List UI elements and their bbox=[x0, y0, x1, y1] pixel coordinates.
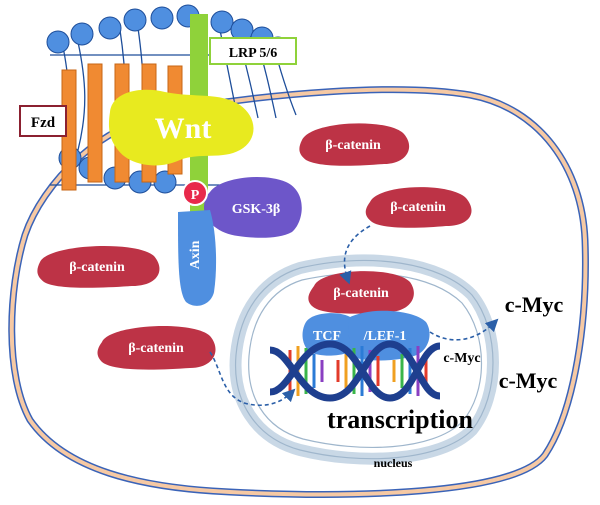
cmyc-label-large-2: c-Myc bbox=[499, 368, 558, 393]
arrow-to-cmyc bbox=[429, 318, 499, 341]
beta-catenin-2-label: β-catenin bbox=[390, 200, 446, 215]
cell-membrane-inner bbox=[9, 87, 588, 497]
axin-protein bbox=[178, 210, 217, 306]
cmyc-label-small: c-Myc bbox=[443, 351, 480, 366]
tcf-label: TCF bbox=[313, 329, 341, 344]
lef1-label: /LEF-1 bbox=[363, 329, 407, 344]
arrow-cytoplasm-to-nucleus-top bbox=[339, 225, 371, 285]
nucleus-envelope-inner-line bbox=[248, 272, 483, 448]
wnt-label: Wnt bbox=[155, 112, 212, 145]
beta-catenin-5-label: β-catenin bbox=[333, 286, 389, 301]
phosphate-label: P bbox=[191, 188, 200, 203]
axin-label: Axin bbox=[188, 240, 203, 269]
lrp-label-box bbox=[209, 37, 297, 65]
arrow-cytoplasm-to-nucleus-bottom bbox=[209, 351, 296, 407]
cmyc-label-large-1: c-Myc bbox=[505, 292, 564, 317]
beta-catenin-5: β-catenin bbox=[308, 271, 414, 314]
beta-catenin-2: β-catenin bbox=[365, 187, 472, 228]
fzd-label-box bbox=[19, 105, 67, 137]
beta-catenin-1: β-catenin bbox=[299, 123, 410, 166]
fzd-label: Fzd bbox=[31, 115, 56, 131]
nucleus-label: nucleus bbox=[374, 456, 413, 470]
transcription-label: transcription bbox=[327, 405, 473, 434]
phosphate-circle bbox=[182, 180, 208, 206]
wnt-ligand bbox=[108, 89, 254, 166]
gsk3b-label: GSK-3β bbox=[232, 202, 281, 217]
nucleus-envelope-line bbox=[234, 259, 494, 460]
beta-catenin-4-label: β-catenin bbox=[128, 341, 184, 356]
lrp-label: LRP 5/6 bbox=[229, 46, 278, 61]
beta-catenin-3-label: β-catenin bbox=[69, 260, 125, 275]
beta-catenin-3: β-catenin bbox=[37, 245, 160, 288]
beta-catenin-4: β-catenin bbox=[97, 325, 216, 370]
beta-catenin-1-label: β-catenin bbox=[325, 138, 381, 153]
dna-helix bbox=[269, 340, 441, 402]
gsk3b-protein bbox=[204, 177, 302, 238]
